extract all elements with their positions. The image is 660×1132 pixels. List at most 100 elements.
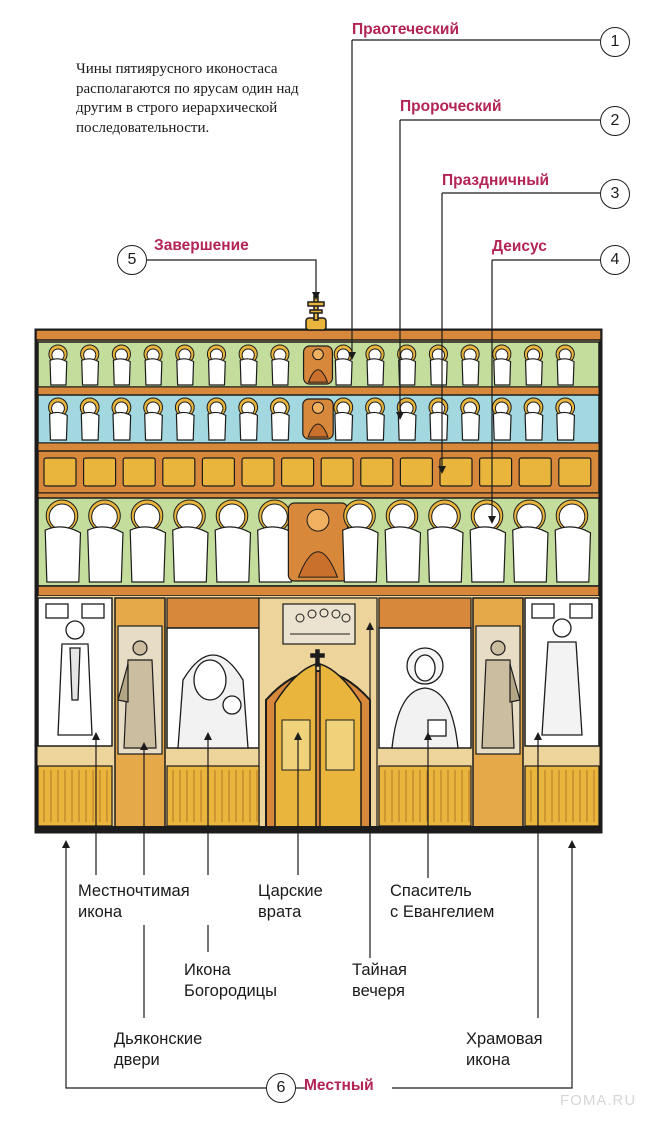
row2-prophet-figure xyxy=(333,397,354,441)
row1-forefather-figure xyxy=(238,344,258,386)
tier-label-prophets: Пророческий xyxy=(400,98,502,115)
row4-deesis-figure xyxy=(214,499,252,583)
row2-prophet-figure xyxy=(491,397,512,441)
tier-label-deesis: Деисус xyxy=(492,238,547,255)
row4-deesis-figure xyxy=(172,499,209,583)
feast-icon-panel xyxy=(241,457,275,487)
tier-leader-lines xyxy=(65,39,600,1089)
row4-deesis-figure xyxy=(342,499,379,583)
tier-label-feasts: Праздничный xyxy=(442,172,549,189)
row2-prophet-figure xyxy=(206,397,227,441)
row4-deesis-figure xyxy=(554,499,592,583)
row2-prophet-figure xyxy=(555,397,576,441)
tier-label-completion: Завершение xyxy=(154,237,249,254)
base-panel xyxy=(378,765,472,827)
theotokos-figure xyxy=(177,654,249,749)
row2-prophet-figure xyxy=(48,397,68,441)
row4-deesis-figure xyxy=(512,499,549,583)
row4-deesis-figure xyxy=(427,499,464,583)
row2-prophet-figure xyxy=(143,397,164,441)
tier-number-2: 2 xyxy=(600,106,630,136)
base-panel xyxy=(166,765,260,827)
feast-icon-panel xyxy=(122,457,156,487)
base-panel xyxy=(524,765,600,827)
feast-icon-panel xyxy=(479,457,513,487)
row1-forefather-figure xyxy=(270,344,290,386)
saviour-figure xyxy=(391,647,459,749)
tier-label-local: Местный xyxy=(304,1077,374,1094)
row2-prophet-figure xyxy=(428,397,449,441)
row1-forefather-figure xyxy=(365,344,385,386)
row2-prophet-figure xyxy=(460,397,481,441)
top-cross-finial xyxy=(305,295,327,331)
row1-forefather-figure xyxy=(555,344,575,386)
theotokos-upper-frieze xyxy=(166,597,260,629)
local-venerated-saint-figure xyxy=(45,603,105,736)
last-supper-icon xyxy=(282,603,356,645)
royal-doors-cross xyxy=(310,649,325,667)
feast-icon-panel xyxy=(399,457,433,487)
row2-prophet-figure xyxy=(523,397,544,441)
row2-prophet-figure xyxy=(79,397,100,441)
feast-icon-panel xyxy=(558,457,592,487)
row4-christ-enthroned-icon xyxy=(287,502,349,582)
leader-arrowheads xyxy=(62,292,576,848)
row4-deesis-figure xyxy=(257,499,294,583)
tier-number-3: 3 xyxy=(600,179,630,209)
row1-forefather-figure xyxy=(143,344,163,386)
feast-icon-panel xyxy=(439,457,473,487)
row1-forefather-figure xyxy=(523,344,544,386)
row4-deesis-figure xyxy=(87,499,124,583)
saviour-upper-frieze xyxy=(378,597,472,629)
watermark: FOMA.RU xyxy=(560,1092,637,1109)
royal-door-right-panel xyxy=(325,719,355,771)
row1-forefather-figure xyxy=(428,344,448,386)
tier-feasts-band xyxy=(37,450,600,494)
row4-deesis-figure xyxy=(129,499,167,583)
feast-icon-panel xyxy=(281,457,315,487)
row2-prophet-figure xyxy=(174,397,195,441)
royal-door-left-panel xyxy=(281,719,311,771)
row2-prophet-figure xyxy=(111,397,132,441)
row4-deesis-figure xyxy=(44,499,82,583)
feast-icon-panel xyxy=(201,457,235,487)
feast-icon-panel xyxy=(43,457,77,487)
row1-forefather-figure xyxy=(460,344,480,386)
tier-divider-2 xyxy=(37,442,600,452)
row2-prophet-figure xyxy=(238,397,259,441)
last-supper-figures xyxy=(290,608,351,635)
row1-forefather-figure xyxy=(492,344,512,386)
row1-forefather-figure xyxy=(80,344,100,386)
row1-forefather-figure xyxy=(206,344,227,386)
temple-saint-figure xyxy=(531,603,593,736)
intro-text: Чины пятиярусного иконостаса располагают… xyxy=(76,61,299,136)
tier-divider-1 xyxy=(37,386,600,396)
feast-icon-panel xyxy=(320,457,354,487)
row1-forefather-figure xyxy=(111,344,131,386)
tier-number-5: 5 xyxy=(117,245,147,275)
row2-prophet-figure xyxy=(365,397,385,441)
tier-number-4: 4 xyxy=(600,245,630,275)
row4-deesis-figure xyxy=(469,499,507,583)
row1-forefather-figure xyxy=(175,344,195,386)
feast-icon-panel xyxy=(82,457,117,487)
feast-icon-panel xyxy=(360,457,394,487)
row4-deesis-figure xyxy=(384,499,422,583)
row1-forefather-figure xyxy=(48,344,68,386)
tier-divider-4 xyxy=(37,585,600,597)
row1-trinity-icon xyxy=(302,345,334,385)
row2-prophet-figure xyxy=(270,397,290,441)
base-panel xyxy=(37,765,113,827)
feast-icon-panel xyxy=(162,457,196,487)
row1-forefather-figure xyxy=(333,344,353,386)
archangel-figure-right xyxy=(481,640,521,749)
